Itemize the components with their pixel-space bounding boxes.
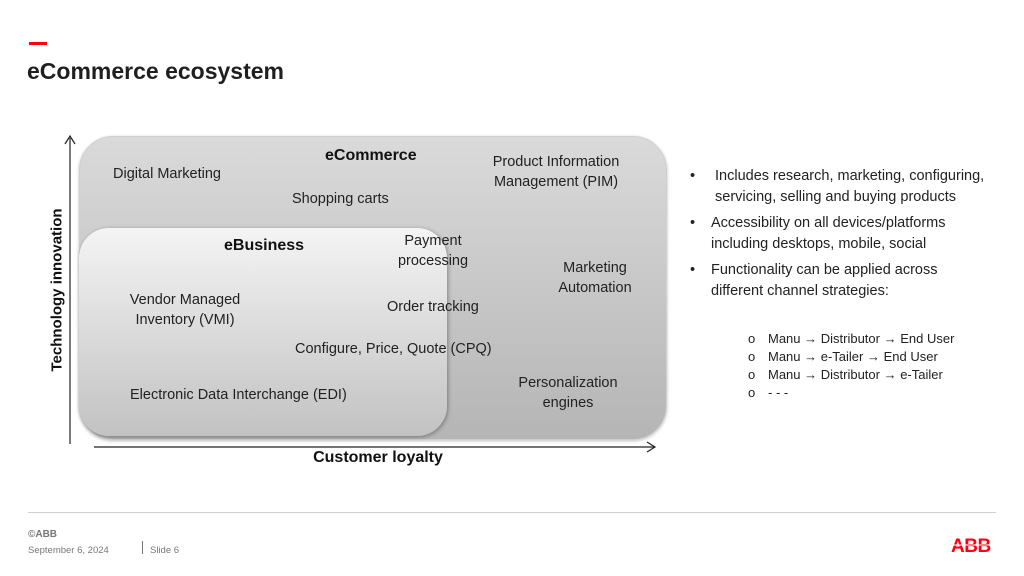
bullet-dot-icon: • (690, 262, 696, 278)
pim-label-line1: Product Information (492, 154, 620, 170)
payment-label-line1: Payment (404, 233, 462, 249)
personalization-engines-label: Personalization engines (513, 373, 623, 413)
marketing-automation-label: Marketing Automation (553, 258, 637, 298)
bullet-dot-icon: • (690, 215, 696, 231)
title-accent-bar (29, 42, 47, 45)
edi-label: Electronic Data Interchange (EDI) (130, 387, 347, 403)
vmi-label: Vendor Managed Inventory (VMI) (123, 290, 247, 330)
slide-title: eCommerce ecosystem (27, 58, 284, 84)
shopping-carts-label: Shopping carts (292, 191, 389, 207)
footer-slide-number: Slide 6 (150, 545, 180, 556)
ecommerce-heading: eCommerce (325, 147, 417, 164)
x-axis-label: Customer loyalty (313, 449, 443, 466)
ebusiness-region (79, 228, 447, 436)
circle-bullet-icon: o (748, 349, 756, 364)
bullet-text: Functionality can be applied across diff… (711, 262, 938, 299)
sub-bullet-item: o- - - (748, 385, 788, 400)
sub-bullet-text: - - - (768, 385, 789, 400)
cpq-label: Configure, Price, Quote (CPQ) (295, 341, 492, 357)
sub-bullet-item: o Manu → e-Tailer → End User (748, 349, 938, 364)
sub-bullet-item: o Manu → Distributor → End User (748, 331, 954, 346)
sub-bullet-text: Manu → Distributor → e-Tailer (768, 367, 943, 382)
order-tracking-label: Order tracking (387, 299, 479, 315)
personalization-label-line1: Personalization (518, 375, 618, 391)
vmi-label-line2: Inventory (VMI) (135, 312, 235, 328)
bullet-text: Includes research, marketing, configurin… (715, 168, 985, 205)
footer-copyright: ©ABB (28, 529, 58, 540)
sub-bullet-text: Manu → Distributor → End User (768, 331, 955, 346)
footer-date: September 6, 2024 (28, 545, 109, 556)
abb-logo-icon: ABB (951, 536, 997, 554)
sub-bullet-text: Manu → e-Tailer → End User (768, 349, 938, 364)
y-axis-arrowhead (64, 134, 76, 145)
circle-bullet-icon: o (748, 385, 756, 400)
bullet-dot-icon: • (690, 168, 696, 184)
ebusiness-heading: eBusiness (224, 237, 305, 254)
bullet-text: Accessibility on all devices/platforms i… (711, 215, 946, 252)
payment-label-line2: processing (397, 253, 469, 269)
bullet-item: • Accessibility on all devices/platforms… (690, 213, 990, 254)
pim-label-line2: Management (PIM) (493, 174, 619, 190)
marketing-label-line2: Automation (558, 280, 632, 296)
footer-divider (28, 512, 996, 513)
x-axis-arrowhead (646, 441, 657, 453)
bullet-item: • Includes research, marketing, configur… (690, 166, 990, 207)
y-axis-label: Technology innovation (48, 208, 66, 372)
digital-marketing-label: Digital Marketing (113, 166, 221, 182)
footer-separator (142, 541, 143, 554)
circle-bullet-icon: o (748, 367, 756, 382)
bullet-item: • Functionality can be applied across di… (690, 260, 990, 301)
personalization-label-line2: engines (542, 395, 594, 411)
vmi-label-line1: Vendor Managed (129, 292, 241, 308)
payment-processing-label: Payment processing (396, 231, 470, 271)
sub-bullet-item: o Manu → Distributor → e-Tailer (748, 367, 943, 382)
marketing-label-line1: Marketing (563, 260, 627, 276)
bullet-list: • Includes research, marketing, configur… (690, 166, 990, 307)
pim-label: Product Information Management (PIM) (485, 152, 627, 192)
circle-bullet-icon: o (748, 331, 756, 346)
